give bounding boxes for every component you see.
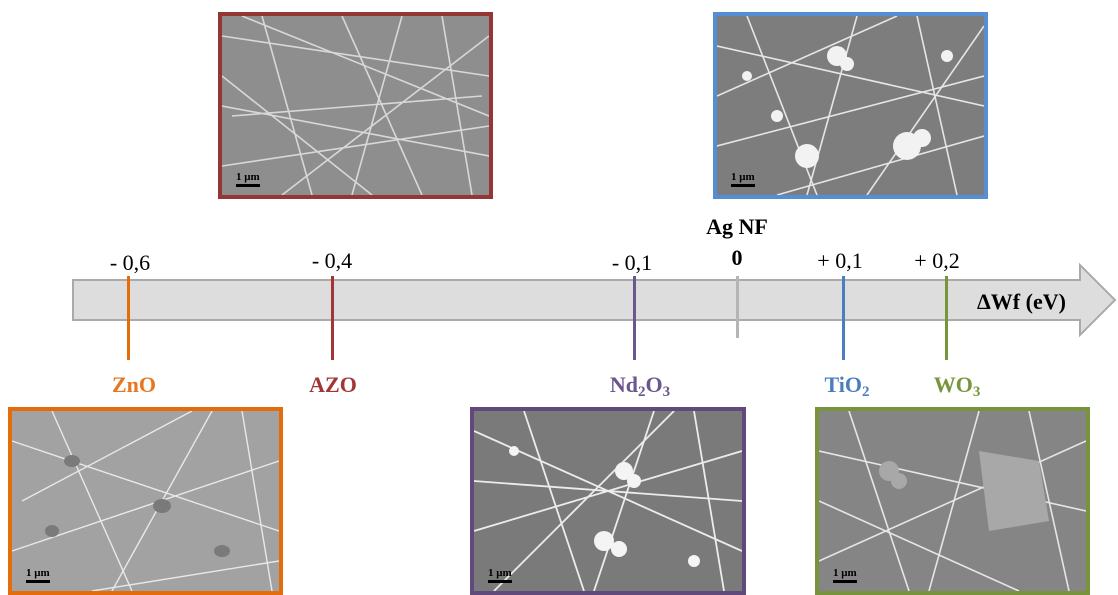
value-tio2: + 0,1 xyxy=(817,248,863,273)
scale-bar: 1 μm xyxy=(731,172,755,187)
value-azo: - 0,4 xyxy=(311,248,353,273)
label-tio2: TiO2 xyxy=(824,372,870,400)
nanowire-texture xyxy=(12,411,279,591)
scale-bar: 1 μm xyxy=(833,568,857,583)
label-azo: AZO xyxy=(309,372,357,397)
value-wo3: + 0,2 xyxy=(914,248,960,273)
nanowire-texture xyxy=(222,16,489,195)
value-nd2o3: - 0,1 xyxy=(611,250,653,275)
scale-bar: 1 μm xyxy=(236,172,260,187)
nanowire-texture xyxy=(717,16,984,195)
scale-bar: 1 μm xyxy=(488,568,512,583)
tick-nd2o3 xyxy=(633,276,636,360)
sem-image-wo3: 1 μm xyxy=(815,407,1090,595)
nanowire-texture xyxy=(819,411,1086,591)
sem-image-azo: 1 μm xyxy=(218,12,493,199)
sem-image-zno: 1 μm xyxy=(8,407,283,595)
work-function-axis xyxy=(72,262,1117,338)
nanowire-texture xyxy=(474,411,742,591)
sem-image-nd2o3: 1 μm xyxy=(470,407,746,595)
tick-reference xyxy=(736,276,739,338)
reference-value: 0 xyxy=(731,245,743,270)
tick-zno xyxy=(127,276,130,360)
label-zno: ZnO xyxy=(111,372,157,397)
reference-label: Ag NF xyxy=(706,214,768,239)
tick-tio2 xyxy=(842,276,845,360)
label-wo3: WO3 xyxy=(933,372,981,400)
axis-arrow xyxy=(72,262,1117,338)
sem-image-tio2: 1 μm xyxy=(713,12,988,199)
tick-azo xyxy=(331,276,334,360)
tick-wo3 xyxy=(945,276,948,360)
value-zno: - 0,6 xyxy=(109,250,151,275)
scale-bar: 1 μm xyxy=(26,568,50,583)
label-nd2o3: Nd2O3 xyxy=(609,372,671,400)
axis-label: ΔWf (eV) xyxy=(977,289,1066,314)
